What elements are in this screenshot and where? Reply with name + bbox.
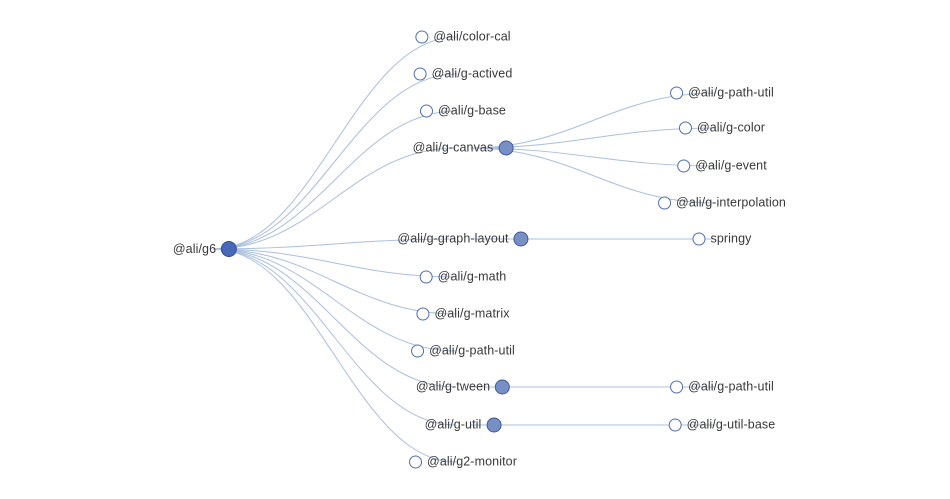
- node-label: @ali/g-event: [695, 158, 767, 173]
- node-label: @ali/g-interpolation: [676, 195, 786, 210]
- node-label: @ali/g6: [172, 241, 217, 256]
- tree-node[interactable]: @ali/g-graph-layout: [397, 231, 529, 247]
- node-circle-icon[interactable]: [415, 30, 429, 44]
- node-circle-icon[interactable]: [495, 379, 511, 395]
- node-label: @ali/g-util-base: [686, 417, 776, 432]
- node-circle-icon[interactable]: [420, 104, 433, 118]
- node-circle-icon[interactable]: [416, 307, 430, 321]
- node-label: @ali/g-matrix: [434, 306, 510, 321]
- node-circle-icon[interactable]: [486, 417, 502, 433]
- tree-node[interactable]: @ali/g-tween: [415, 379, 511, 395]
- tree-node[interactable]: @ali/g6: [172, 241, 238, 257]
- tree-node[interactable]: @ali/g-util-base: [668, 417, 776, 432]
- tree-node[interactable]: @ali/g-canvas: [412, 140, 514, 156]
- tree-node[interactable]: @ali/g-path-util: [411, 343, 515, 358]
- tree-node[interactable]: @ali/g2-monitor: [409, 454, 517, 469]
- node-label: @ali/g-util: [424, 417, 482, 432]
- tree-node[interactable]: @ali/color-cal: [415, 29, 511, 44]
- node-label: @ali/g-path-util: [688, 379, 774, 394]
- node-circle-icon[interactable]: [498, 140, 514, 156]
- node-circle-icon[interactable]: [411, 344, 425, 358]
- node-circle-icon[interactable]: [513, 231, 529, 247]
- tree-node[interactable]: @ali/g-color: [678, 120, 766, 135]
- node-label: @ali/g-graph-layout: [397, 231, 509, 246]
- tree-node[interactable]: @ali/g-interpolation: [658, 195, 786, 210]
- tree-node[interactable]: springy: [692, 231, 752, 246]
- node-label: @ali/g-actived: [431, 66, 513, 81]
- tree-node[interactable]: @ali/g-event: [677, 158, 767, 173]
- node-circle-icon[interactable]: [677, 159, 691, 173]
- node-label: @ali/g-base: [438, 103, 506, 118]
- node-circle-icon[interactable]: [413, 67, 427, 81]
- node-circle-icon[interactable]: [670, 86, 684, 100]
- node-circle-icon[interactable]: [670, 380, 684, 394]
- node-label: @ali/g-math: [437, 269, 507, 284]
- node-label: springy: [710, 231, 752, 246]
- node-circle-icon[interactable]: [221, 241, 238, 257]
- node-label: @ali/g-path-util: [429, 343, 515, 358]
- tree-node[interactable]: @ali/g-util: [424, 417, 502, 433]
- node-label: @ali/g2-monitor: [427, 454, 517, 469]
- tree-node[interactable]: @ali/g-matrix: [416, 306, 510, 321]
- node-circle-icon[interactable]: [658, 196, 672, 210]
- node-circle-icon[interactable]: [668, 418, 682, 432]
- node-label: @ali/color-cal: [433, 29, 511, 44]
- tree-node[interactable]: @ali/g-path-util: [670, 379, 774, 394]
- node-label: @ali/g-canvas: [412, 140, 494, 155]
- tree-node[interactable]: @ali/g-path-util: [670, 85, 774, 100]
- node-label: @ali/g-color: [696, 120, 766, 135]
- node-circle-icon[interactable]: [419, 270, 433, 284]
- node-circle-icon[interactable]: [409, 455, 423, 469]
- tree-node[interactable]: @ali/g-actived: [413, 66, 513, 81]
- node-circle-icon[interactable]: [692, 232, 706, 246]
- tree-node[interactable]: @ali/g-math: [419, 269, 507, 284]
- tree-node[interactable]: @ali/g-base: [420, 103, 506, 118]
- node-label: @ali/g-path-util: [688, 85, 774, 100]
- node-label: @ali/g-tween: [415, 379, 491, 394]
- node-circle-icon[interactable]: [678, 121, 692, 135]
